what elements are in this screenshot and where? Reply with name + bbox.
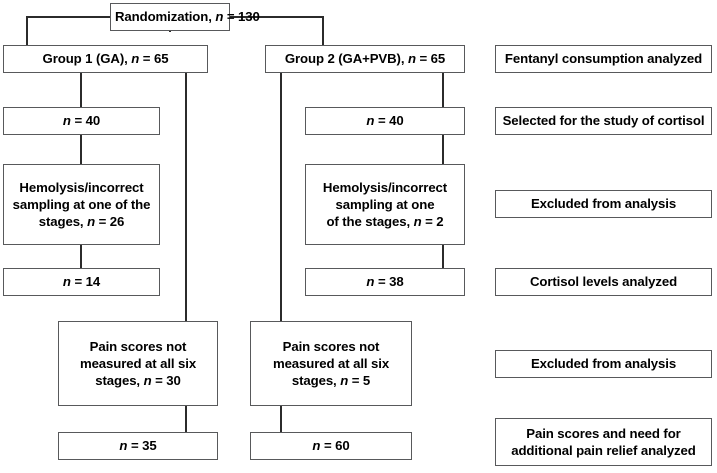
node-group1-selected-n40: n = 40 <box>3 107 160 135</box>
node-group1-cortisol-n14: n = 14 <box>3 268 160 296</box>
connector-hemolysis2-to-n38 <box>442 245 444 268</box>
connector-n40-to-hemolysis2 <box>442 135 444 164</box>
node-group1-hemolysis-excluded: Hemolysis/incorrect sampling at one of t… <box>3 164 160 245</box>
node-excluded-from-analysis-pain: Excluded from analysis <box>495 350 712 378</box>
connector-group2-to-n40 <box>442 73 444 107</box>
connector-to-group2 <box>322 16 324 45</box>
node-excluded-from-analysis-cortisol: Excluded from analysis <box>495 190 712 218</box>
node-group2-cortisol-n38: n = 38 <box>305 268 465 296</box>
connector-painexcl2-to-n60 <box>280 406 282 432</box>
connector-hemolysis1-to-n14 <box>80 245 82 268</box>
node-pain-scores-analyzed: Pain scores and need for additional pain… <box>495 418 712 466</box>
connector-randomization-stem <box>169 30 171 32</box>
node-selected-for-cortisol-study: Selected for the study of cortisol <box>495 107 712 135</box>
connector-to-group1 <box>26 16 28 45</box>
node-group2-hemolysis-excluded: Hemolysis/incorrect sampling at one of t… <box>305 164 465 245</box>
node-group1-pain-excluded: Pain scores not measured at all six stag… <box>58 321 218 406</box>
connector-group1-spine <box>185 73 187 321</box>
node-fentanyl-analyzed: Fentanyl consumption analyzed <box>495 45 712 73</box>
connector-painexcl1-to-n35 <box>185 406 187 432</box>
node-group1-pain-final-n35: n = 35 <box>58 432 218 460</box>
connector-group1-to-n40 <box>80 73 82 107</box>
node-group2: Group 2 (GA+PVB), n = 65 <box>265 45 465 73</box>
node-randomization: Randomization, n = 130 <box>110 3 260 31</box>
connector-group2-spine <box>280 73 282 321</box>
node-group1: Group 1 (GA), n = 65 <box>3 45 208 73</box>
node-group2-selected-n40: n = 40 <box>305 107 465 135</box>
node-cortisol-levels-analyzed: Cortisol levels analyzed <box>495 268 712 296</box>
connector-n40-to-hemolysis1 <box>80 135 82 164</box>
node-group2-pain-final-n60: n = 60 <box>250 432 412 460</box>
node-group2-pain-excluded: Pain scores not measured at all six stag… <box>250 321 412 406</box>
